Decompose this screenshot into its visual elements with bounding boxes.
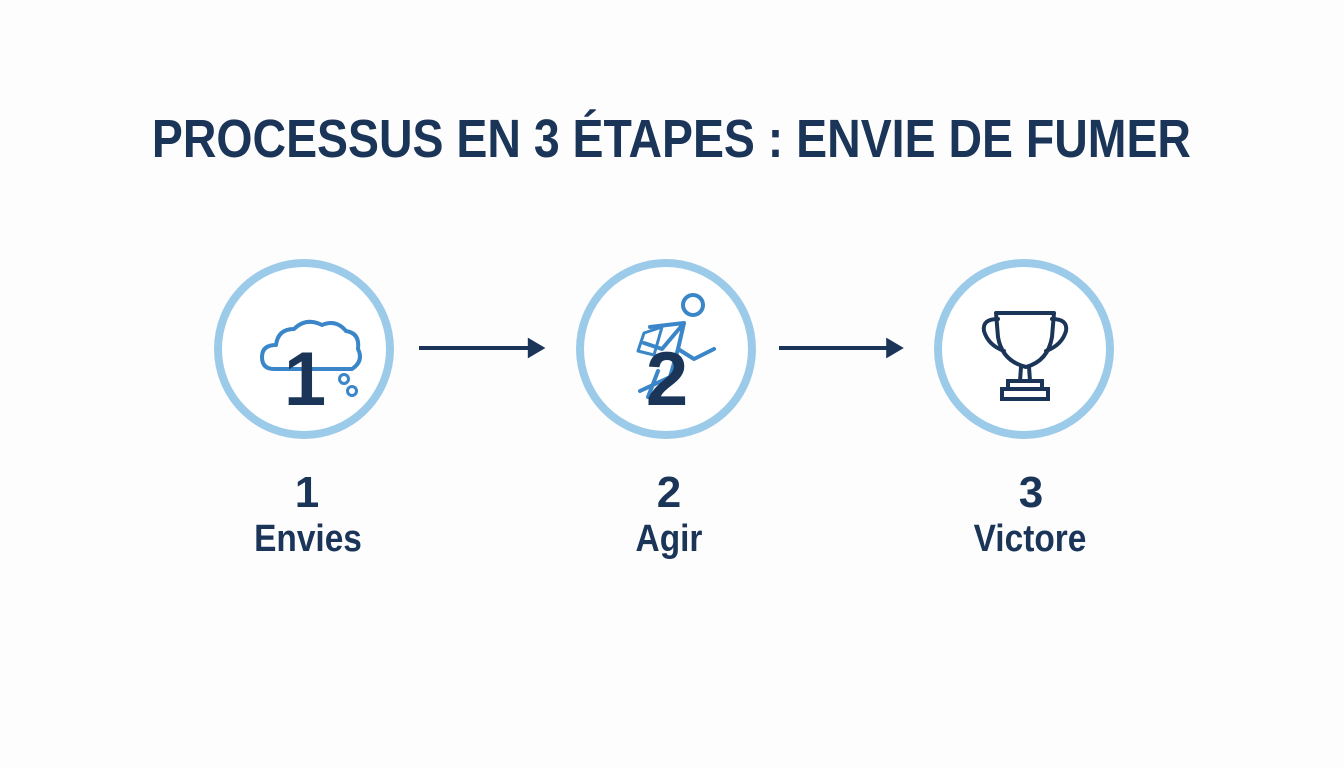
step-1-inner-numeral: 1 xyxy=(284,337,326,422)
step-2-circle: 2 xyxy=(576,259,756,439)
step-1-label: Envies xyxy=(254,518,362,560)
step-3-label: Victore xyxy=(973,518,1087,560)
thought-cloud-icon: 1 xyxy=(260,319,362,422)
running-person-icon: 2 xyxy=(636,293,716,422)
step-2-label: Agir xyxy=(635,518,703,560)
step-2-inner-numeral: 2 xyxy=(646,337,688,422)
step-3-circle xyxy=(934,259,1114,439)
arrow-1-to-2 xyxy=(419,337,546,359)
step-3-number: 3 xyxy=(1018,468,1044,517)
page-title: PROCESSUS EN 3 ÉTAPES : ENVIE DE FUMER xyxy=(151,109,1191,169)
step-2-number: 2 xyxy=(656,468,682,517)
arrow-2-to-3 xyxy=(779,337,904,359)
step-1-circle: 1 xyxy=(214,259,394,439)
step-1-number: 1 xyxy=(294,468,320,517)
trophy-icon xyxy=(981,311,1069,401)
